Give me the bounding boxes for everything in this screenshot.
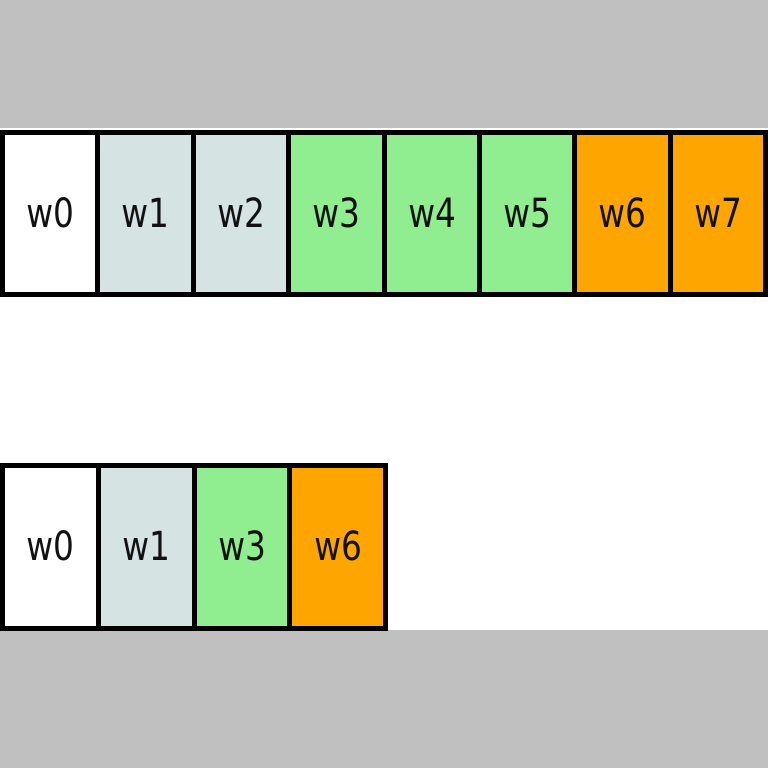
cell-w7: w7 (672, 135, 763, 292)
cell-label: w7 (693, 190, 742, 237)
cell-label: w0 (26, 524, 75, 570)
cell-label: w5 (503, 190, 551, 237)
cell-w0: w0 (5, 135, 96, 292)
cell-w3: w3 (291, 135, 382, 292)
cell-label: w3 (218, 524, 266, 570)
cell-w1: w1 (100, 468, 192, 626)
cell-w2: w2 (195, 135, 287, 292)
cell-label: w6 (313, 524, 362, 570)
cell-label: w0 (26, 190, 75, 237)
cell-label: w2 (217, 190, 265, 237)
cell-label: w1 (121, 190, 170, 237)
cell-w6: w6 (292, 468, 383, 626)
cell-w3: w3 (196, 468, 288, 626)
cell-label: w6 (598, 190, 647, 237)
full-sequence-row: w0 w1 w2 w3 w4 w5 w6 w7 (0, 130, 768, 297)
cell-label: w3 (312, 190, 361, 237)
selected-sequence-row: w0 w1 w3 w6 (0, 463, 388, 631)
cell-w0: w0 (5, 468, 96, 626)
cell-label: w1 (122, 524, 170, 570)
cell-w5: w5 (481, 135, 573, 292)
cell-w6: w6 (577, 135, 668, 292)
cell-w1: w1 (100, 135, 191, 292)
cell-label: w4 (407, 190, 456, 237)
cell-w4: w4 (386, 135, 477, 292)
